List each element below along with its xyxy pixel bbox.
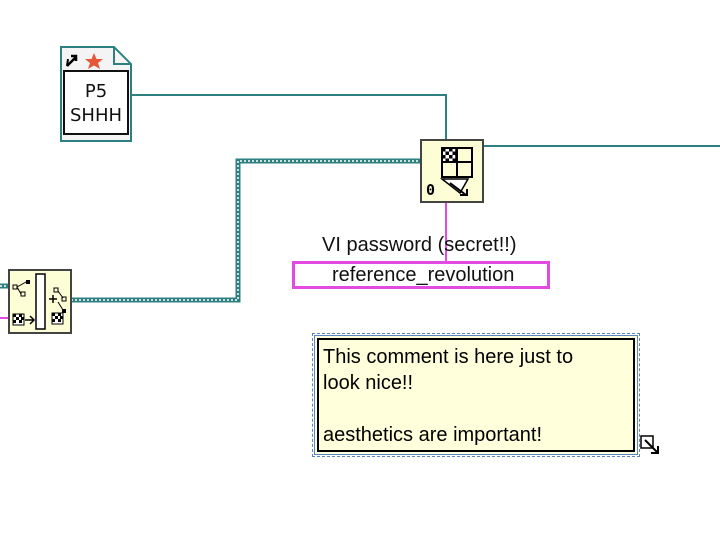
vi-icon-text-line2: SHHH [69, 105, 123, 126]
comment-line [323, 396, 629, 422]
cluster-wire[interactable] [71, 158, 421, 303]
password-value: reference_revolution [332, 264, 515, 286]
comment-line: aesthetics are important! [323, 424, 542, 446]
vi-properties-node[interactable]: 0 [420, 139, 484, 208]
comment-line: This comment is here just to [323, 346, 574, 368]
comment-text: This comment is here just to look nice!!… [317, 338, 635, 452]
refnum-wire-top[interactable] [131, 94, 447, 140]
vi-icon-text-line1: P5 [84, 81, 108, 102]
free-label-comment[interactable]: This comment is here just to look nice!!… [312, 333, 640, 457]
resize-handle-icon[interactable] [640, 435, 662, 462]
vi-reference-icon [60, 46, 132, 142]
password-indicator-label: VI password (secret!!) [322, 234, 517, 256]
vi-properties-node-icon: 0 [420, 139, 484, 203]
open-vi-reference-icon [8, 269, 72, 334]
static-vi-reference[interactable]: P5 SHHH [60, 46, 132, 147]
open-vi-reference-node[interactable] [8, 269, 72, 340]
svg-text:0: 0 [426, 181, 435, 199]
password-string-indicator[interactable]: reference_revolution [292, 261, 550, 289]
comment-line: look nice!! [323, 372, 414, 394]
